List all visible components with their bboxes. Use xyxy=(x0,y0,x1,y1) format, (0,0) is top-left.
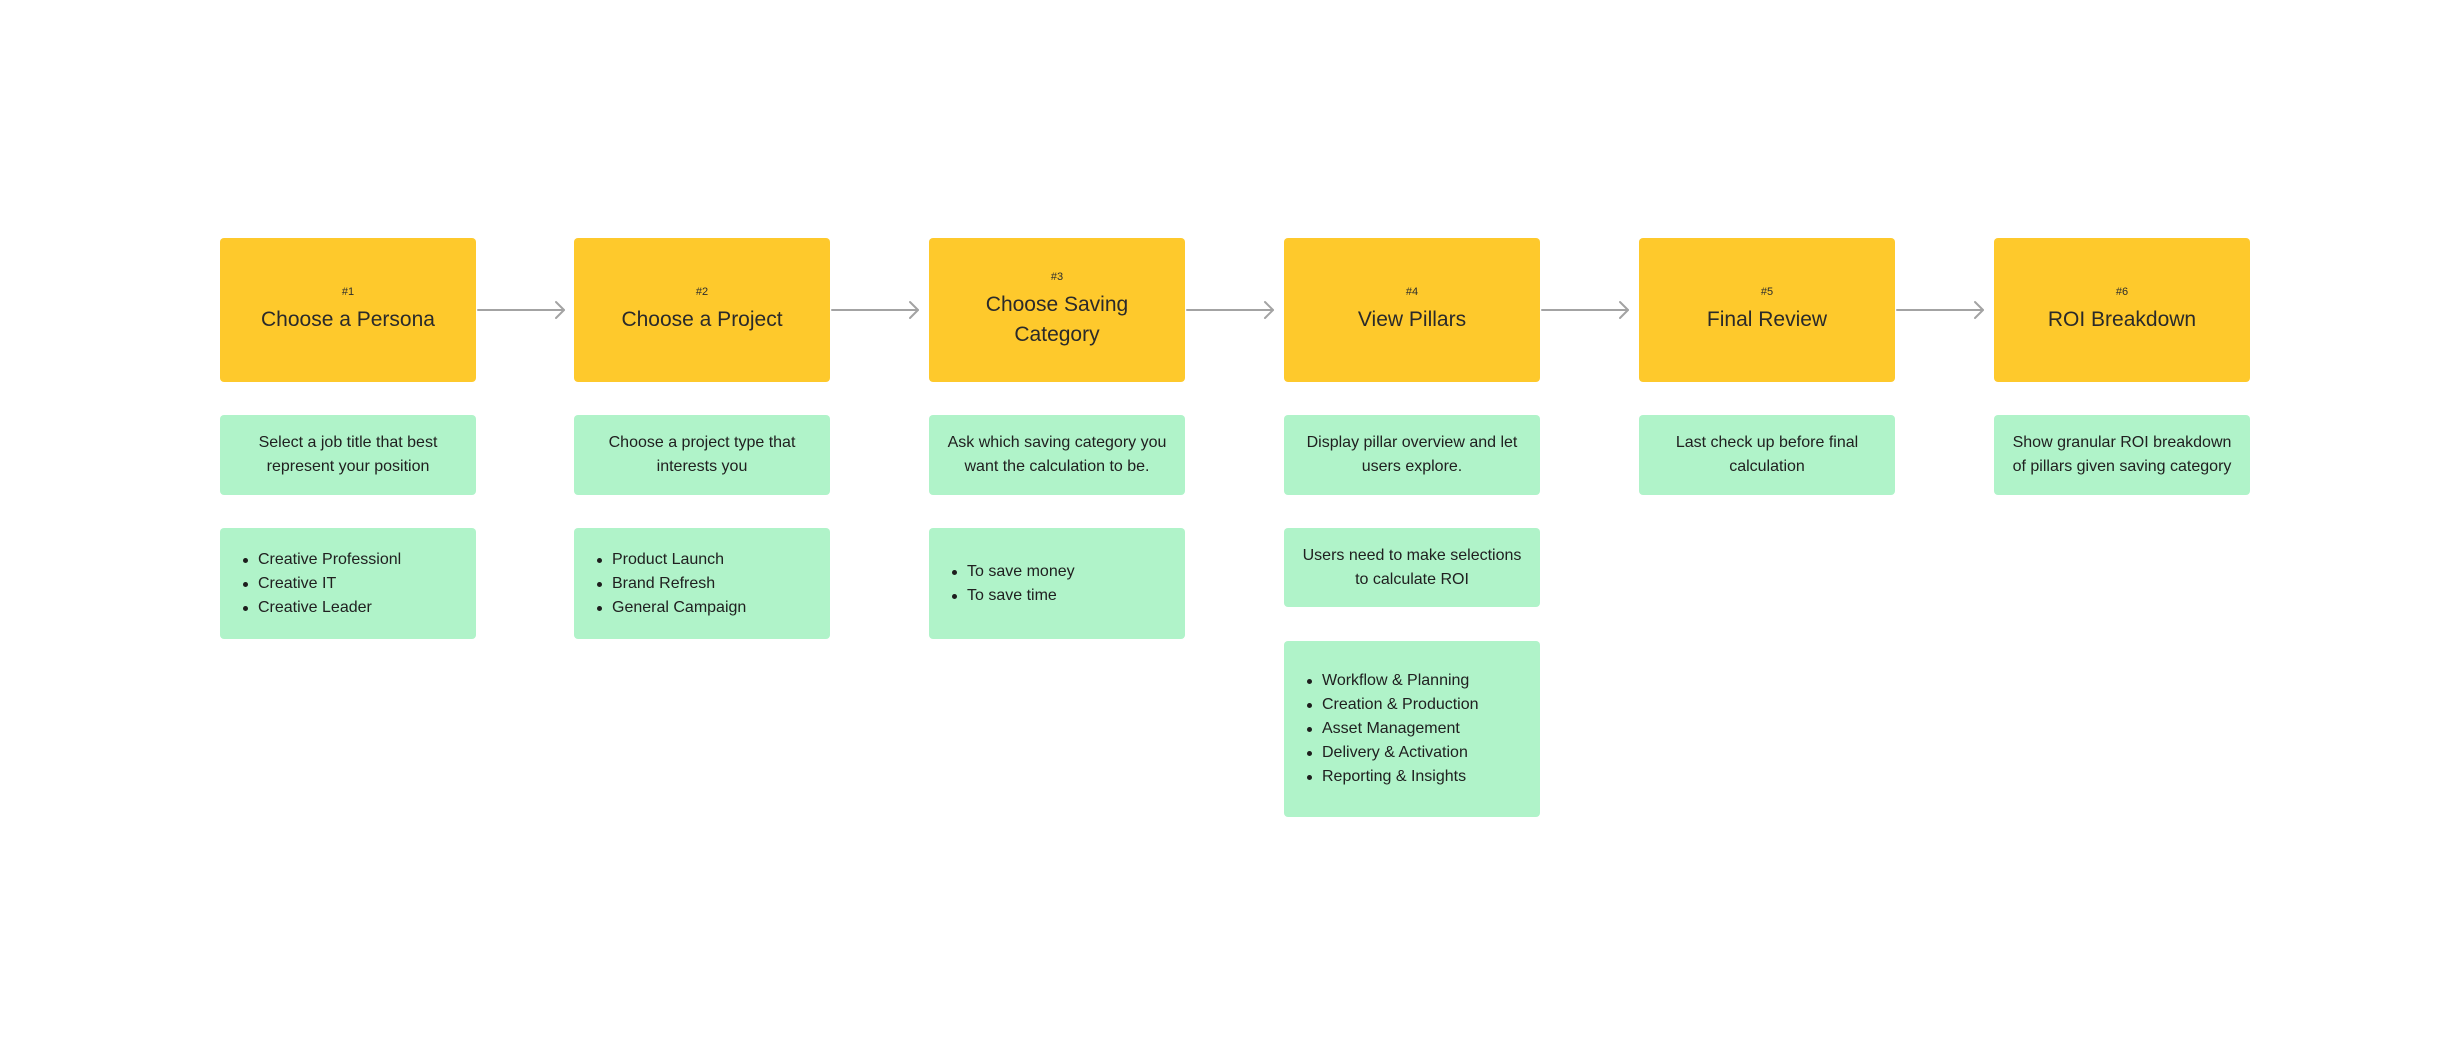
step-card-roi-breakdown: #6 ROI Breakdown xyxy=(1994,238,2250,382)
list-item: Brand Refresh xyxy=(596,572,746,596)
step-card-view-pillars: #4 View Pillars xyxy=(1284,238,1540,382)
list-item: Delivery & Activation xyxy=(1306,741,1479,765)
options-list: Product Launch Brand Refresh General Cam… xyxy=(596,548,746,620)
selection-note: Users need to make selections to calcula… xyxy=(1284,528,1540,607)
list-item: Reporting & Insights xyxy=(1306,765,1479,789)
options-card: To save money To save time xyxy=(929,528,1185,639)
step-number: #4 xyxy=(1405,286,1419,298)
options-card: Product Launch Brand Refresh General Cam… xyxy=(574,528,830,639)
step-description: Last check up before final calculation xyxy=(1639,415,1895,495)
step-number: #1 xyxy=(341,286,355,298)
step-title: Choose Saving Category xyxy=(985,293,1129,346)
right-arrow-icon xyxy=(1895,298,1987,322)
list-item: Product Launch xyxy=(596,548,746,572)
right-arrow-icon xyxy=(1540,298,1632,322)
step-description: Display pillar overview and let users ex… xyxy=(1284,415,1540,495)
options-card: Creative Professionl Creative IT Creativ… xyxy=(220,528,476,639)
step-description: Choose a project type that interests you xyxy=(574,415,830,495)
list-item: Creative Professionl xyxy=(242,548,401,572)
step-title: Choose a Persona xyxy=(261,308,435,331)
step-number: #2 xyxy=(695,286,709,298)
step-number: #3 xyxy=(1050,271,1064,283)
list-item: Creative Leader xyxy=(242,596,401,620)
pillars-list: Workflow & Planning Creation & Productio… xyxy=(1306,669,1479,789)
list-item: Creative IT xyxy=(242,572,401,596)
list-item: Creation & Production xyxy=(1306,693,1479,717)
step-description: Select a job title that best represent y… xyxy=(220,415,476,495)
right-arrow-icon xyxy=(1185,298,1277,322)
step-title: ROI Breakdown xyxy=(2047,308,2197,331)
right-arrow-icon xyxy=(830,298,922,322)
step-card-choose-project: #2 Choose a Project xyxy=(574,238,830,382)
step-title: Choose a Project xyxy=(621,308,783,331)
step-title: View Pillars xyxy=(1357,308,1467,331)
step-number: #6 xyxy=(2115,286,2129,298)
step-card-choose-saving-category: #3 Choose Saving Category xyxy=(929,238,1185,382)
right-arrow-icon xyxy=(476,298,568,322)
list-item: To save time xyxy=(951,584,1075,608)
list-item: To save money xyxy=(951,560,1075,584)
step-title: Final Review xyxy=(1706,308,1828,331)
step-description: Show granular ROI breakdown of pillars g… xyxy=(1994,415,2250,495)
list-item: Workflow & Planning xyxy=(1306,669,1479,693)
list-item: General Campaign xyxy=(596,596,746,620)
step-card-choose-persona: #1 Choose a Persona xyxy=(220,238,476,382)
options-list: To save money To save time xyxy=(951,560,1075,608)
pillars-card: Workflow & Planning Creation & Productio… xyxy=(1284,641,1540,817)
list-item: Asset Management xyxy=(1306,717,1479,741)
options-list: Creative Professionl Creative IT Creativ… xyxy=(242,548,401,620)
step-card-final-review: #5 Final Review xyxy=(1639,238,1895,382)
step-description: Ask which saving category you want the c… xyxy=(929,415,1185,495)
step-number: #5 xyxy=(1760,286,1774,298)
